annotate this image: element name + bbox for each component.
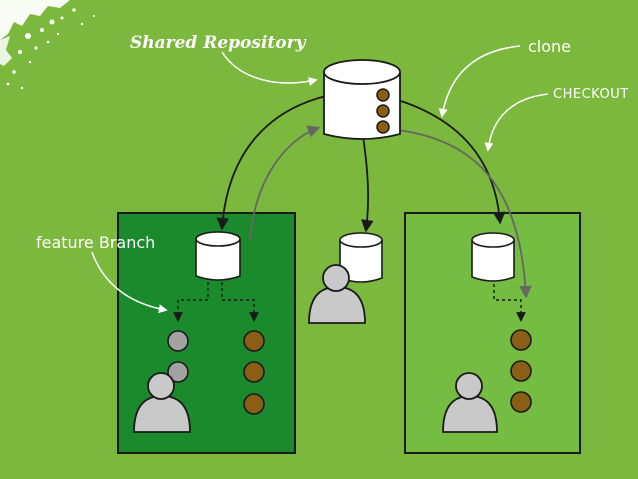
shared-repository-callout-arrow [221, 51, 318, 86]
feature-branch-label: feature Branch [36, 233, 155, 252]
shared-repository-label: Shared Repository [130, 33, 307, 53]
left-commit-2 [243, 361, 265, 383]
right-commit-1 [510, 329, 532, 351]
clone-arrow-to-left [216, 95, 327, 231]
left-commit-3 [243, 393, 265, 415]
right-commit-2 [510, 360, 532, 382]
left-local-repository-icon [195, 231, 241, 281]
push-arrow-from-left [249, 125, 321, 241]
shared-repository-icon [323, 59, 401, 140]
shared-commit-1 [376, 88, 390, 102]
right-developer-icon [442, 372, 498, 433]
shared-commit-2 [376, 104, 390, 118]
clone-label: clone [528, 37, 571, 56]
checkout-callout-arrow [484, 93, 549, 152]
clone-arrow-to-center [361, 135, 374, 233]
center-local-repository-icon [339, 232, 383, 283]
clone-arrow-to-right [397, 99, 506, 225]
clone-callout-arrow [438, 45, 521, 118]
right-local-repository-icon [471, 232, 515, 282]
checkout-label: CHECKOUT [553, 87, 629, 102]
left-commit-1 [243, 330, 265, 352]
checkout-arrow-to-right [397, 129, 532, 299]
feature-commit-2 [167, 361, 189, 383]
feature-branch-callout-arrow [91, 251, 168, 314]
left-branch-connectors [173, 282, 259, 322]
shared-commit-3 [376, 120, 390, 134]
center-developer-icon [308, 264, 366, 324]
right-commit-3 [510, 391, 532, 413]
left-developer-icon [133, 372, 191, 433]
right-branch-connector [493, 284, 526, 322]
feature-commit-1 [167, 330, 189, 352]
chalk-splatter-decoration [0, 0, 95, 90]
